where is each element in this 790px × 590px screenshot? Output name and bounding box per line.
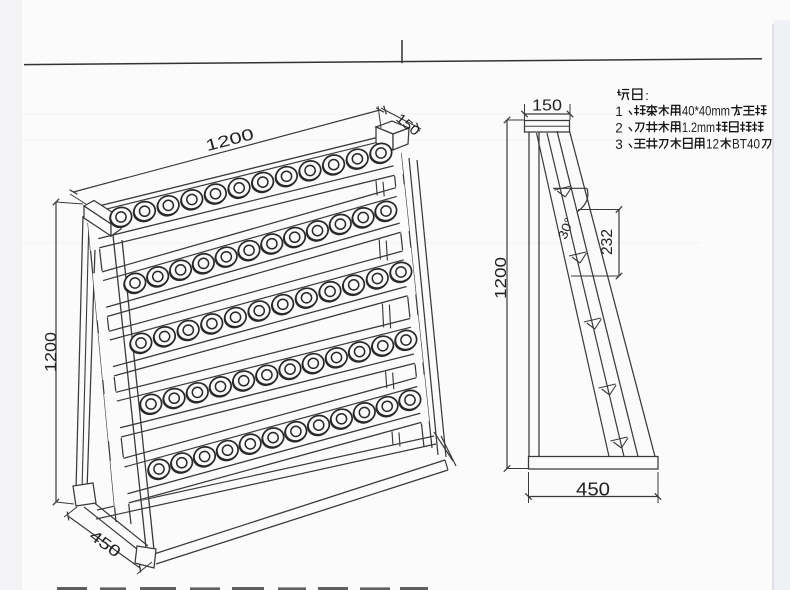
svg-text:450: 450 <box>576 480 610 500</box>
svg-text:40*40mm: 40*40mm <box>682 104 730 119</box>
svg-text:1: 1 <box>615 104 623 119</box>
svg-text:2: 2 <box>615 121 623 136</box>
svg-text:150: 150 <box>532 98 562 115</box>
svg-text:1200: 1200 <box>43 332 60 372</box>
svg-text:1.2mm: 1.2mm <box>682 120 715 135</box>
svg-text:BT40: BT40 <box>732 137 760 152</box>
svg-text:3: 3 <box>615 137 623 152</box>
svg-text::: : <box>645 88 649 103</box>
svg-text:12: 12 <box>706 137 719 152</box>
svg-text:232: 232 <box>599 229 616 255</box>
svg-text:1200: 1200 <box>493 257 510 299</box>
